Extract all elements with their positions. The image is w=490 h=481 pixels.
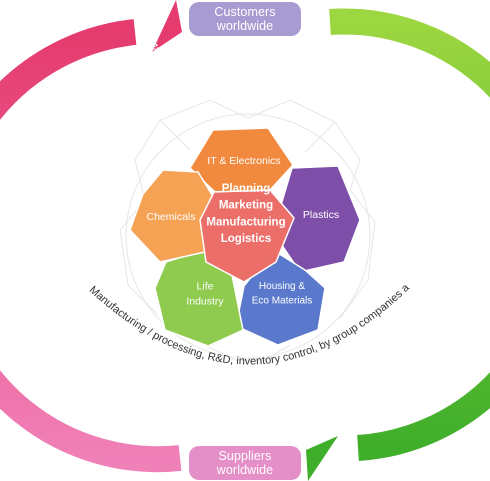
background-wireframe <box>119 99 376 361</box>
segment-label-line: Logistics <box>221 233 271 245</box>
segment-label-line: Manufacturing <box>206 216 285 228</box>
svg-text:Chemicals: Chemicals <box>146 211 195 223</box>
segment-label-line: Chemicals <box>146 211 195 223</box>
segment-plastics: Plastics <box>272 165 361 273</box>
suppliers-worldwide-box: Suppliers worldwide <box>189 446 301 480</box>
segment-label-line: Marketing <box>219 200 273 212</box>
suppliers-line2: worldwide <box>216 463 274 477</box>
segment-it-electronics: IT & Electronics <box>189 127 294 193</box>
svg-text:Housing &Eco Materials: Housing & Eco Materials <box>252 281 313 307</box>
suppliers-line1: Suppliers <box>218 449 272 463</box>
svg-text:IT & Electronics: IT & Electronics <box>207 155 280 167</box>
right-arrow <box>306 8 490 481</box>
left-arrow <box>0 0 182 473</box>
svg-text:Plastics: Plastics <box>303 209 339 221</box>
customers-line2: worldwide <box>216 19 274 33</box>
segment-label-line: Plastics <box>303 209 339 221</box>
segment-label-line: Eco Materials <box>252 295 313 306</box>
right-arrow-text: Sale of value-added materials and produc… <box>435 135 490 365</box>
customers-worldwide-box: Customers worldwide <box>189 2 301 36</box>
segment-label-line: Industry <box>186 296 224 308</box>
segment-label-line: Housing & <box>259 281 305 292</box>
segment-label-line: Planning <box>222 183 271 195</box>
segment-label-line: Life <box>197 280 214 292</box>
customers-line1: Customers <box>214 5 276 19</box>
segment-label-line: IT & Electronics <box>207 155 280 167</box>
